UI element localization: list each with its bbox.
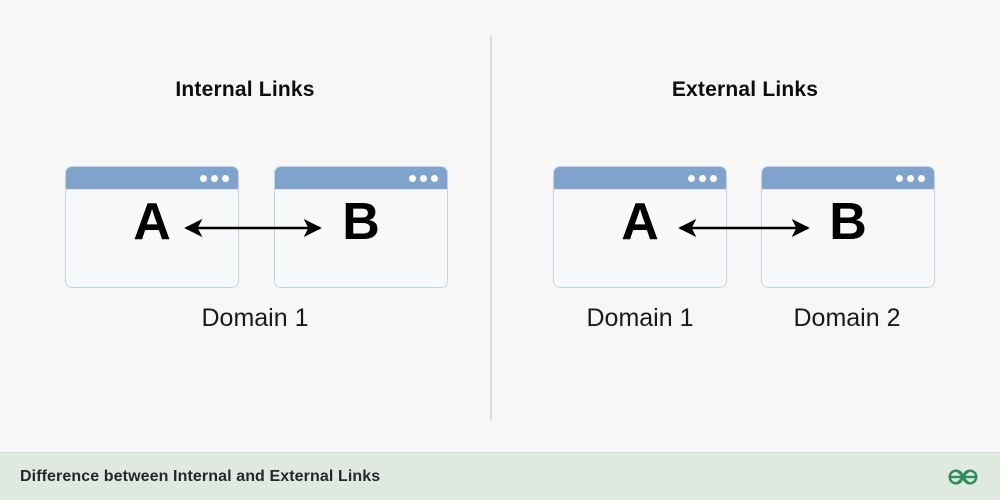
- window-dot-icon: [200, 174, 207, 182]
- browser-card-internal-b: B: [274, 166, 448, 288]
- panel-external-links: External Links: [490, 0, 1000, 440]
- window-dot-icon: [710, 174, 717, 182]
- panel-title-external: External Links: [671, 78, 819, 101]
- page-label-a: A: [621, 193, 659, 251]
- window-dot-icon: [907, 174, 914, 182]
- caption-external-domain-1: Domain 1: [586, 304, 694, 332]
- browser-titlebar: [275, 167, 447, 189]
- footer-caption: Difference between Internal and External…: [20, 467, 381, 485]
- browser-card-external-b: B: [761, 166, 935, 288]
- browser-card-external-a: A: [553, 166, 727, 288]
- footer-bar: Difference between Internal and External…: [0, 452, 1000, 500]
- window-dot-icon: [699, 174, 706, 182]
- window-dot-icon: [896, 174, 903, 182]
- window-dot-icon: [222, 174, 229, 182]
- browser-titlebar: [762, 167, 934, 189]
- panel-divider: [490, 36, 492, 420]
- page-label-b: B: [342, 193, 380, 251]
- browser-titlebar: [554, 167, 726, 189]
- caption-internal-domain-1: Domain 1: [201, 304, 309, 332]
- browser-body: B: [275, 189, 447, 287]
- panel-title-internal: Internal Links: [175, 78, 315, 101]
- caption-external-domain-2: Domain 2: [793, 304, 901, 332]
- browser-card-internal-a: A: [65, 166, 239, 288]
- browser-body: A: [554, 189, 726, 287]
- page-label-a: A: [133, 193, 171, 251]
- panel-internal-links: Internal Links: [0, 0, 490, 440]
- geeksforgeeks-logo-icon: [946, 463, 980, 491]
- browser-body: A: [66, 189, 238, 287]
- window-dot-icon: [431, 174, 438, 182]
- page-label-b: B: [829, 193, 867, 251]
- window-dot-icon: [211, 174, 218, 182]
- browser-body: B: [762, 189, 934, 287]
- window-dot-icon: [918, 174, 925, 182]
- window-dot-icon: [688, 174, 695, 182]
- window-dot-icon: [409, 174, 416, 182]
- browser-titlebar: [66, 167, 238, 189]
- window-dot-icon: [420, 174, 427, 182]
